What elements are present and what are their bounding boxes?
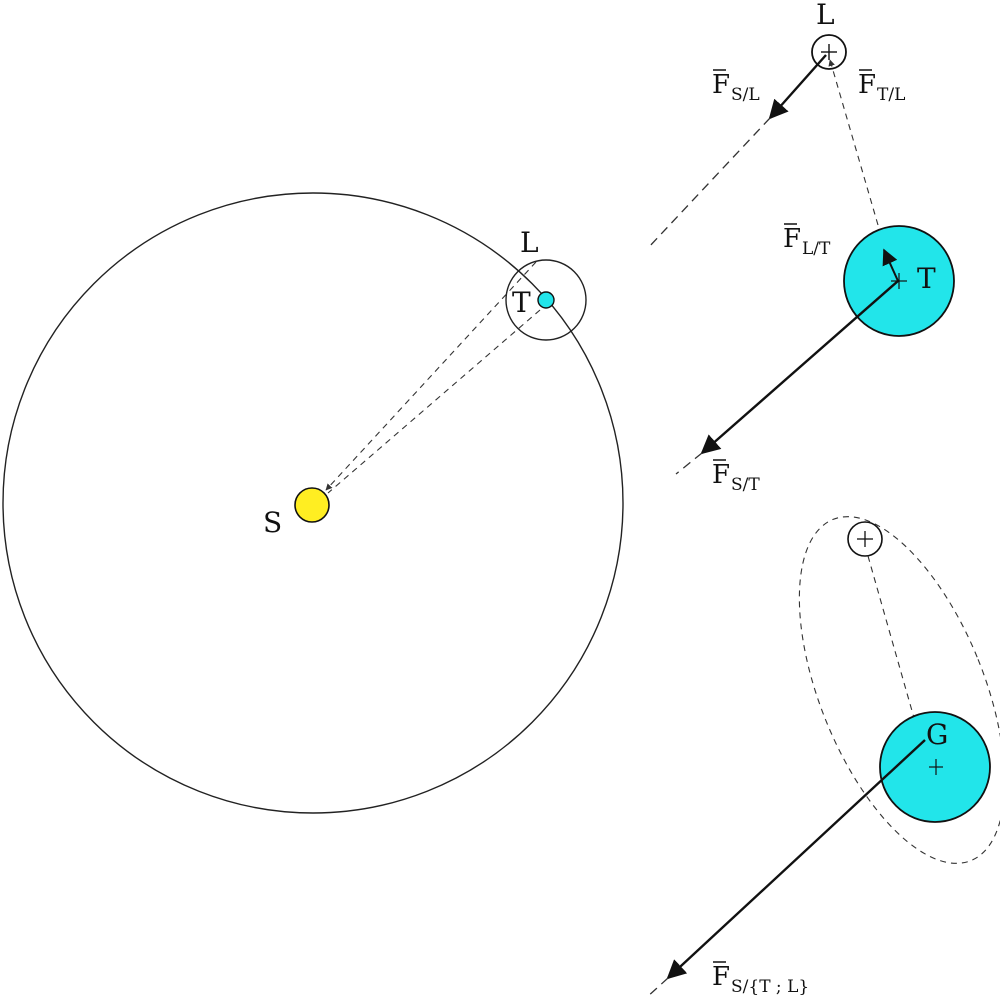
label-force-sun-on-moon: F S/L [712,69,760,105]
sun-moon-dashed-line [325,261,537,491]
forces-panel: L T F S/L F T/L F L/T [647,0,955,495]
label-force-earth-on-moon: F T/L [858,69,905,105]
earth-label-small: T [512,286,531,319]
svg-text:S/L: S/L [731,85,760,105]
svg-text:T/L: T/L [877,85,905,105]
sun-label: S [263,506,282,539]
force-sun-on-earth-arrow [700,280,899,455]
label-force-sun-on-system: F S/{T ; L} [712,961,809,997]
system-boundary-ellipse [798,516,1000,864]
force-sun-on-moon-dash [647,117,771,249]
svg-text:F: F [712,460,730,490]
force-sun-on-moon-arrow [768,54,827,120]
moon-earth-link-dash [867,555,919,733]
svg-text:F: F [712,70,730,100]
svg-text:F: F [858,70,876,100]
svg-text:S/{T ; L}: S/{T ; L} [731,977,809,997]
system-panel: G F S/{T ; L} [645,516,1000,999]
barycenter-label: G [926,718,948,751]
force-sun-on-earth-dash [675,452,703,475]
force-sun-on-system-arrow [666,739,926,980]
force-moon-on-earth-arrow [882,248,899,282]
force-earth-on-moon-dash [828,59,879,226]
earth-body-small [537,291,555,309]
earth-orbit-circle [2,192,624,814]
sun-body [294,487,330,523]
svg-text:F: F [783,224,801,254]
force-sun-on-system-dash [645,977,669,999]
label-force-moon-on-earth: F L/T [783,223,831,259]
svg-text:S/T: S/T [731,475,760,495]
earth-label: T [917,262,936,295]
moon-label: L [816,0,835,31]
overview-panel: S T L [2,192,624,814]
label-force-sun-on-earth: F S/T [712,459,760,495]
moon-label-small: L [520,226,539,259]
sun-earth-dashed-line [327,309,541,494]
svg-text:L/T: L/T [802,239,831,259]
svg-text:F: F [712,962,730,992]
moon-orbit-circle [505,259,587,341]
